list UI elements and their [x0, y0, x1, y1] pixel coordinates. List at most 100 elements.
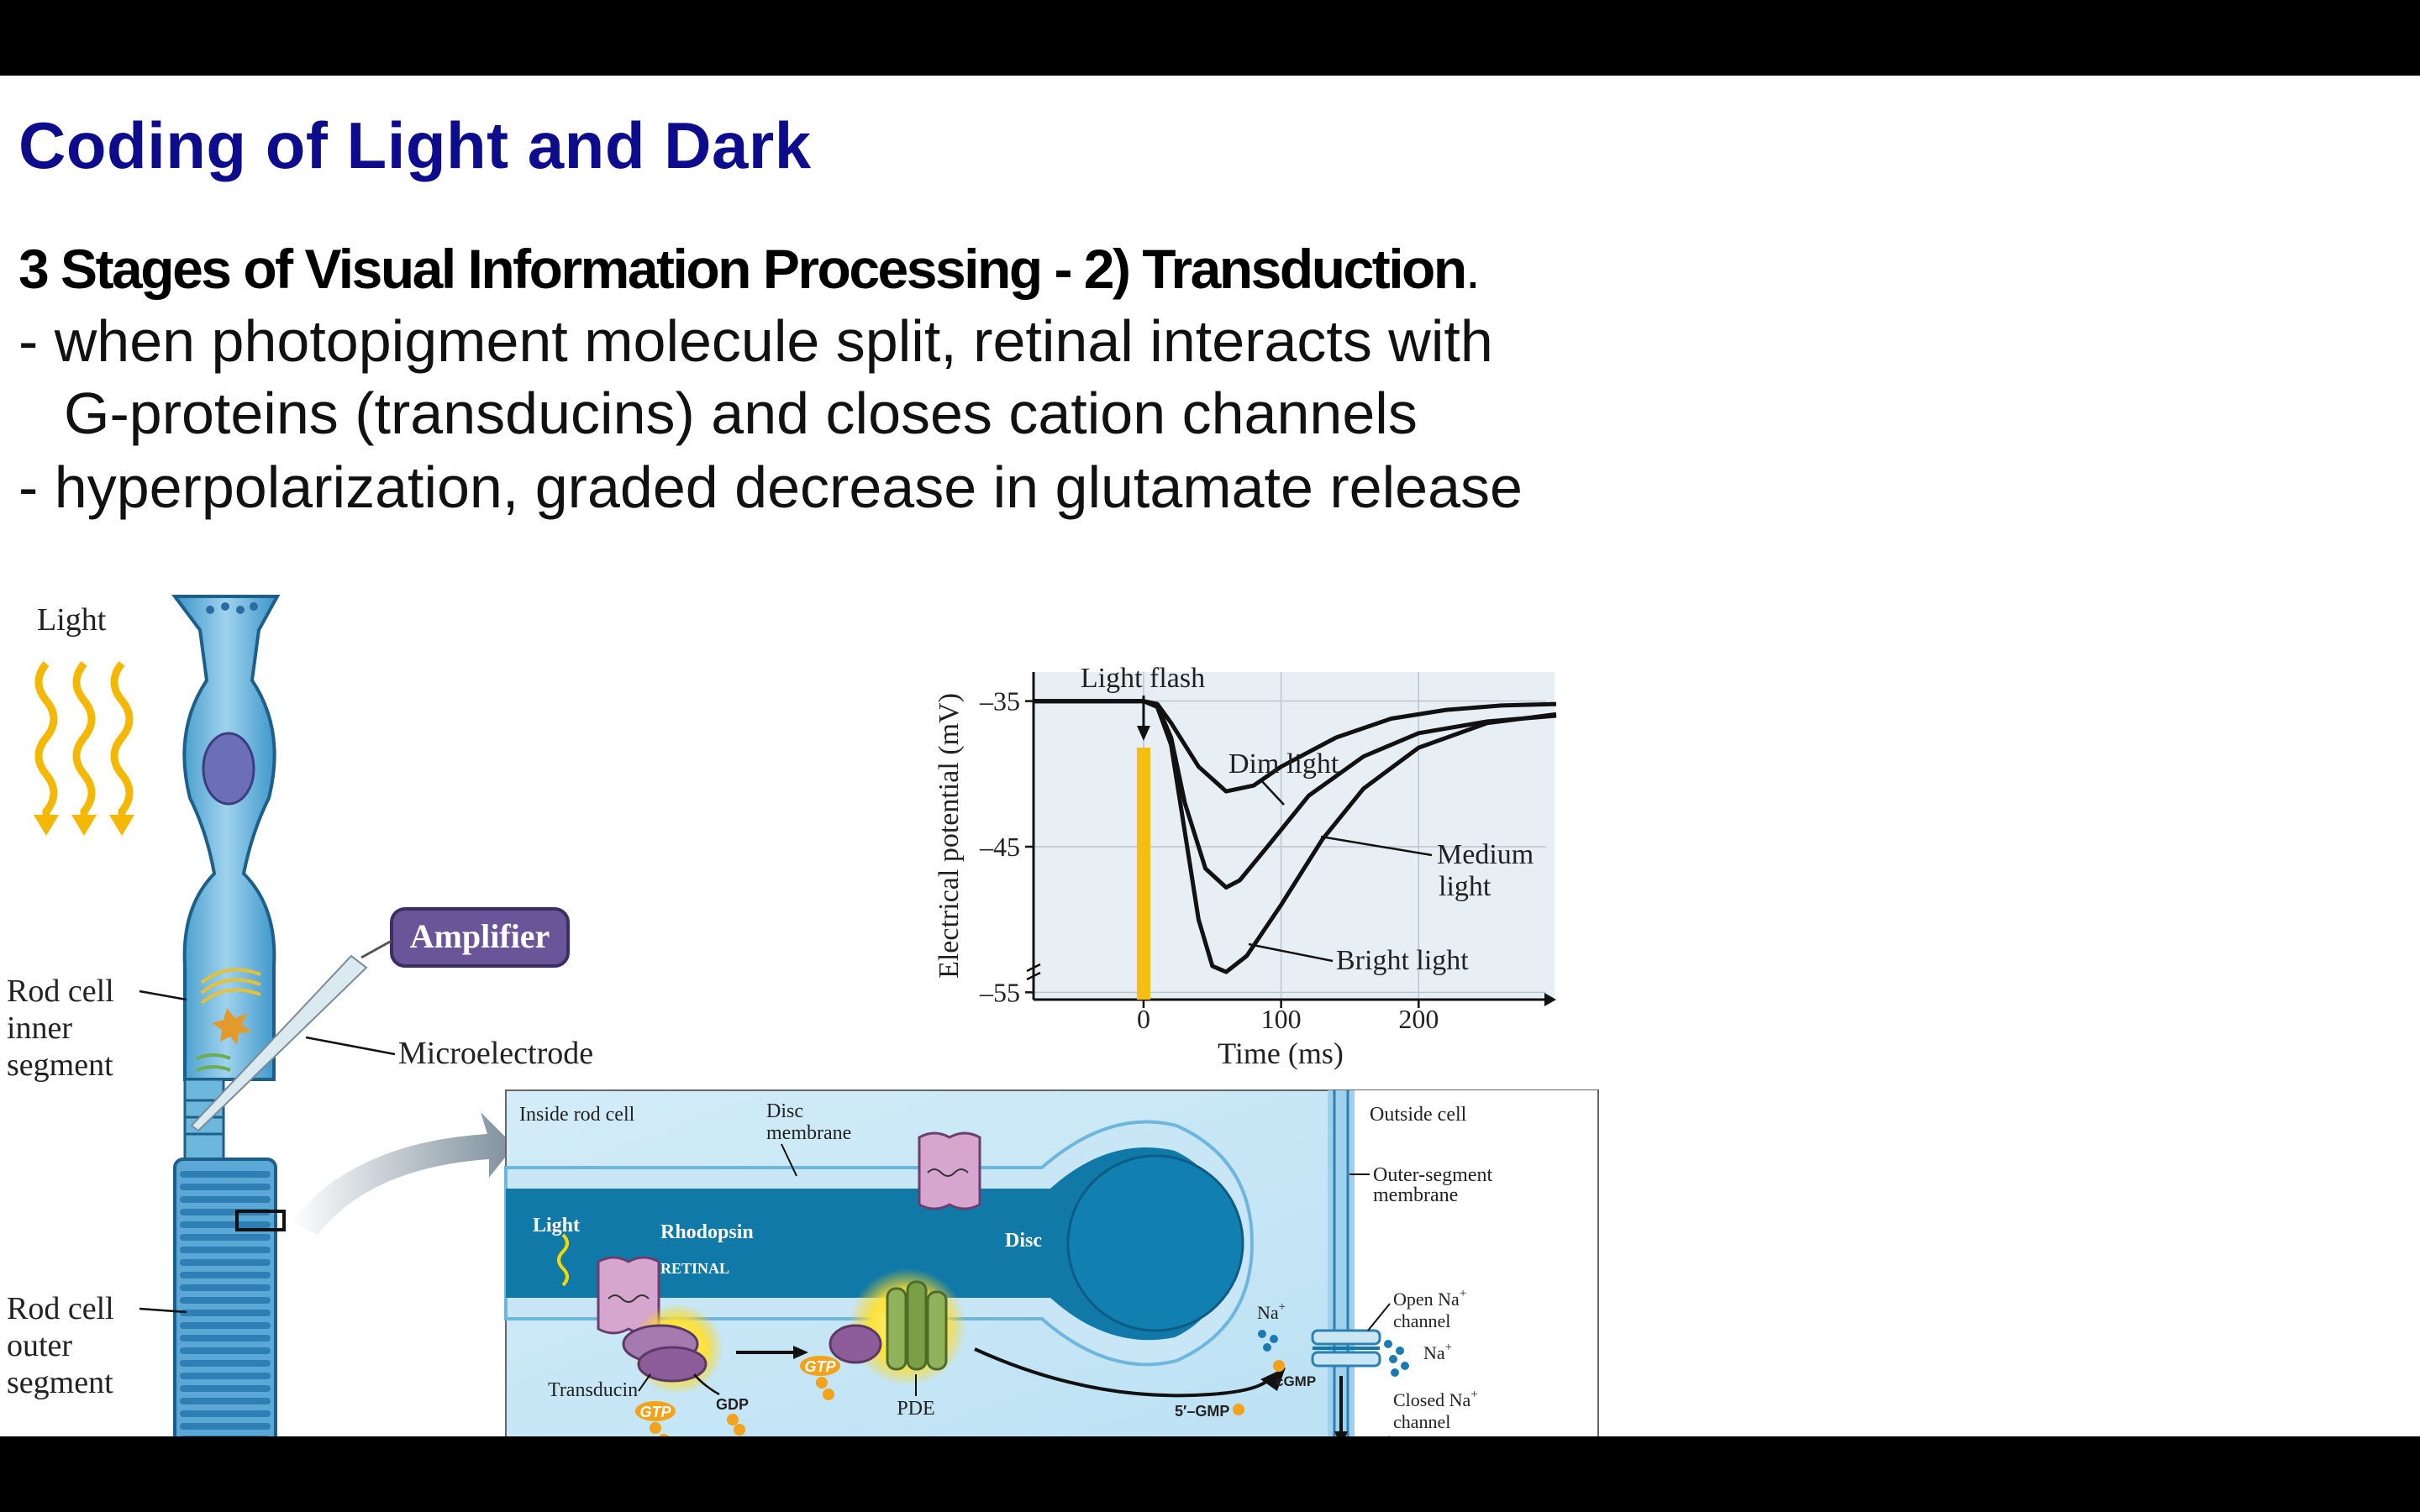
- er: [196, 1053, 231, 1072]
- pde-to-cgmp-arrowhead: [1260, 1368, 1286, 1391]
- transducin-subunit-2: [637, 1346, 708, 1383]
- disc: [180, 1184, 271, 1190]
- y-tick-label: –35: [979, 686, 1020, 717]
- transduction-figure: Light: [7, 595, 1599, 1436]
- mitochondria: [212, 1008, 252, 1045]
- disc: [180, 1347, 271, 1354]
- plot-area: [1034, 672, 1555, 1000]
- disc: [180, 1247, 271, 1253]
- disc-lumen: [506, 1147, 1228, 1341]
- disc-label: Disc: [1005, 1230, 1042, 1252]
- svg-text:GTP: GTP: [639, 1404, 671, 1420]
- open-channel-label-1: Open Na+: [1393, 1287, 1466, 1310]
- cascade-panel: Inside rod cell Disc membrane Outside ce…: [504, 1089, 1599, 1436]
- zoom-box: [235, 1210, 286, 1231]
- retinal-chain-inactive: [927, 1168, 969, 1177]
- pde-label: PDE: [897, 1398, 934, 1420]
- open-na-channel: [1311, 1329, 1381, 1368]
- disc: [180, 1360, 271, 1367]
- bright-light-leader: [1248, 942, 1334, 963]
- gdp-dot-2: [734, 1424, 745, 1436]
- rod-cell: [171, 595, 286, 1436]
- gdp-dot-1: [727, 1414, 739, 1425]
- y-tick-label: –45: [979, 832, 1020, 862]
- retinal-chain: [608, 1294, 650, 1303]
- light-flash-arrowhead: [1136, 726, 1150, 741]
- amplifier-wire: [360, 939, 392, 959]
- x-tick-label: 0: [1137, 1004, 1150, 1034]
- gdp-arrow: [693, 1373, 720, 1396]
- slide-canvas: Coding of Light and Dark 3 Stages of Vis…: [0, 76, 2420, 1436]
- disc: [180, 1310, 271, 1316]
- y-tick-label: –55: [979, 977, 1020, 1007]
- disc: [180, 1284, 271, 1291]
- gdp-label: GDP: [716, 1396, 749, 1413]
- amplifier-box: [390, 907, 570, 968]
- light-label-cascade: Light: [533, 1215, 580, 1236]
- outside-cell-label: Outside cell: [1370, 1104, 1467, 1126]
- outside-cell-bg: [1336, 1090, 1598, 1436]
- svg-text:Rod cell: Rod cell: [7, 974, 114, 1009]
- na-outside-dots-1: [1384, 1340, 1409, 1377]
- channel-close-arrowhead: [1334, 1431, 1348, 1436]
- svg-text:segment: segment: [7, 1047, 113, 1083]
- na-outside-label-1: Na+: [1423, 1341, 1452, 1363]
- svg-text:inner: inner: [7, 1011, 72, 1046]
- svg-text:outer: outer: [7, 1328, 72, 1363]
- letterbox-top: [0, 0, 2420, 76]
- cgmp-label: cGMP: [1276, 1373, 1316, 1389]
- series-lines: [1034, 699, 1557, 974]
- bullet-2: - hyperpolarization, graded decrease in …: [18, 454, 1523, 520]
- outer-segment-leader: [139, 1307, 187, 1314]
- subtitle-text: 3 Stages of Visual Information Processin…: [18, 238, 1467, 300]
- cgmp-dot: [1273, 1360, 1285, 1372]
- disc-membrane-label-1: Disc: [766, 1100, 803, 1122]
- transducin-to-pde-arrowhead: [793, 1346, 808, 1359]
- microelectrode: [190, 954, 368, 1132]
- synaptic-vesicles: [206, 602, 258, 614]
- disc: [180, 1272, 271, 1278]
- open-channel-leader: [1367, 1303, 1391, 1331]
- gtp-1: GTP: [635, 1401, 676, 1436]
- disc: [180, 1322, 271, 1329]
- disc: [180, 1373, 271, 1379]
- light-flash-label: Light flash: [1081, 663, 1205, 694]
- disc-membrane-leader: [781, 1143, 797, 1177]
- light-waves: [34, 661, 134, 828]
- dim-light-leader: [1260, 779, 1285, 806]
- transducin-leader: [638, 1373, 651, 1392]
- disc: [180, 1171, 271, 1178]
- rhodopsin-label: Rhodopsin: [660, 1221, 754, 1243]
- disc: [180, 1297, 271, 1304]
- light-label: Light: [37, 602, 107, 638]
- light-wave-arrowheads: [34, 815, 134, 836]
- rod-inner-segment: [171, 595, 281, 1081]
- closed-channel-label-1: Closed Na+: [1393, 1388, 1478, 1410]
- x-tick-label: 100: [1261, 1004, 1302, 1034]
- disc: [180, 1221, 271, 1228]
- outer-membrane-label-2: membrane: [1373, 1184, 1458, 1206]
- activated-transducin: [829, 1324, 882, 1364]
- disc: [180, 1398, 271, 1404]
- disc-bulb: [1066, 1154, 1244, 1332]
- disc: [180, 1196, 271, 1203]
- bullet-1-continuation: G-proteins (transducins) and closes cati…: [64, 381, 1418, 446]
- gmp-dot: [1233, 1404, 1244, 1415]
- pde-subunit-3: [926, 1290, 948, 1371]
- dim-light-label: Dim light: [1228, 748, 1339, 780]
- nucleus: [202, 732, 255, 806]
- disc: [180, 1385, 271, 1392]
- bullet-1: - when photopigment molecule split, reti…: [18, 308, 1493, 374]
- pde-to-cgmp-arrow: [974, 1347, 1272, 1398]
- x-tick-label: 200: [1398, 1004, 1439, 1034]
- disc-stack: [180, 1171, 271, 1436]
- y-axis-break: [1026, 963, 1041, 981]
- x-axis-arrowhead: [1544, 993, 1556, 1006]
- inner-segment-leader: [139, 990, 187, 1001]
- disc: [180, 1259, 271, 1266]
- disc: [180, 1410, 271, 1417]
- disc-membrane-label-2: membrane: [766, 1122, 851, 1144]
- amplifier-label: Amplifier: [410, 917, 550, 955]
- rhodopsin-inactive: [918, 1131, 981, 1210]
